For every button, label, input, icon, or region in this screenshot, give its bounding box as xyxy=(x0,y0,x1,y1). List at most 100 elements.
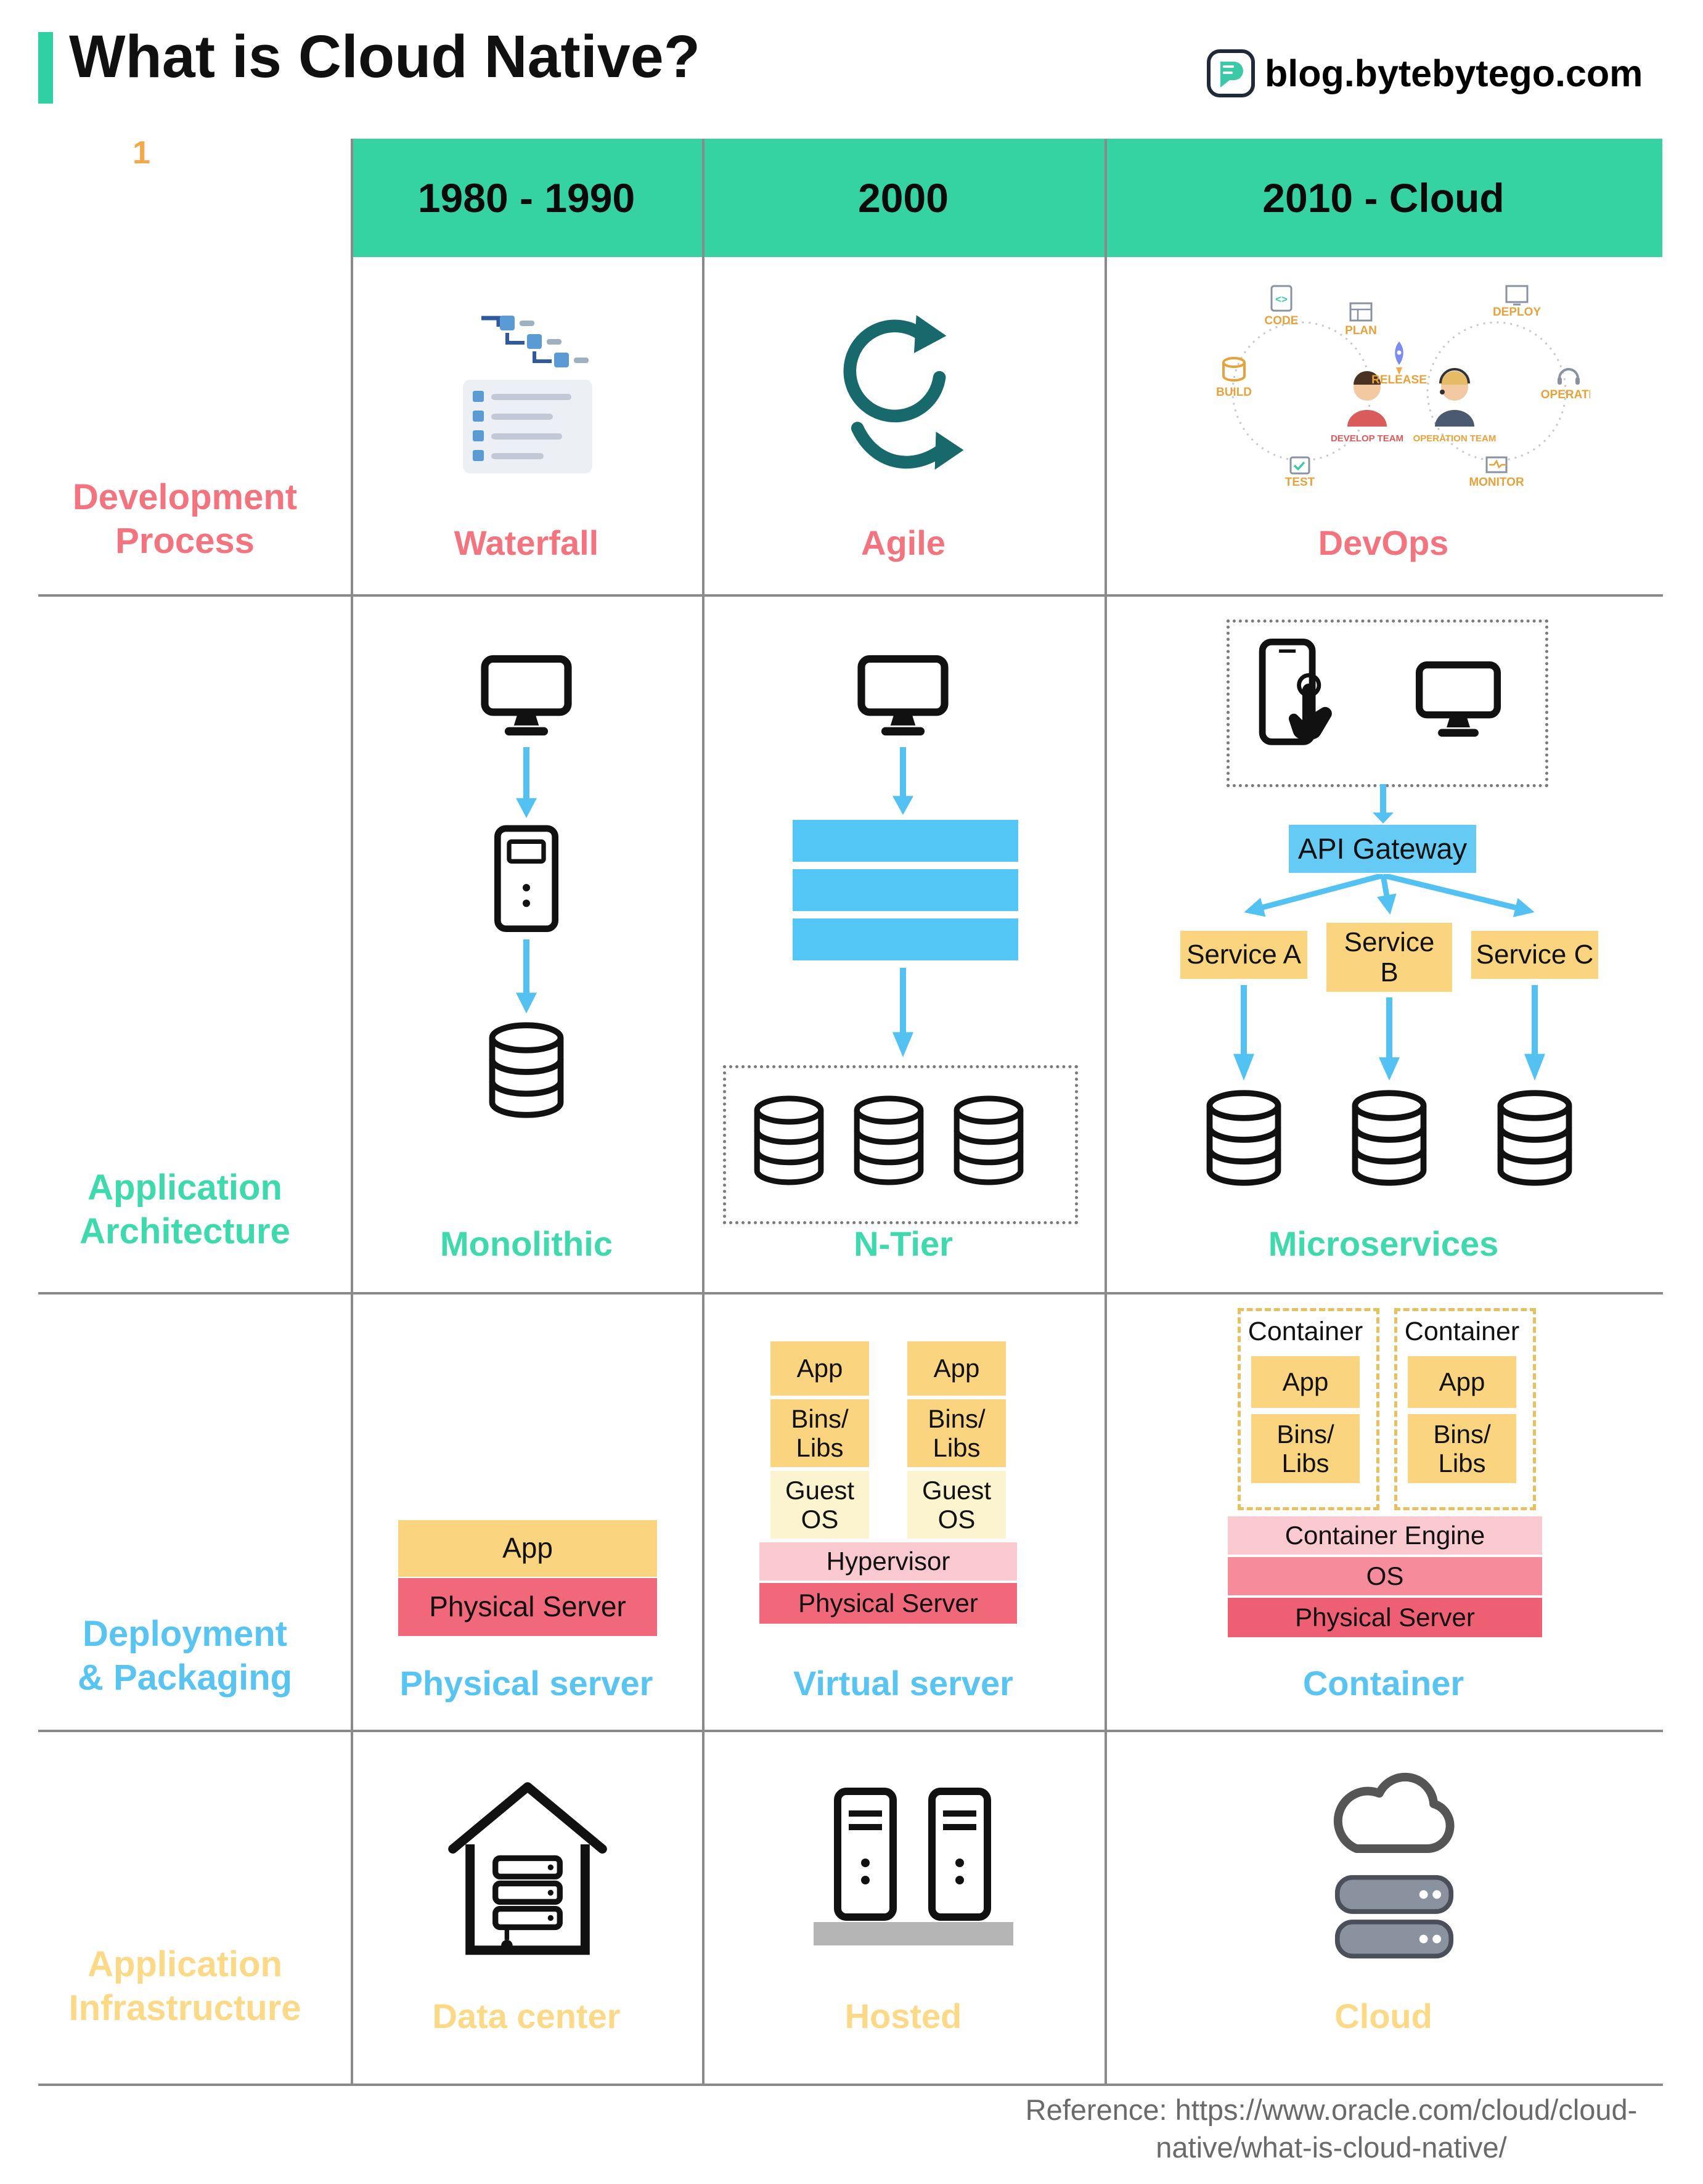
down-arrow-icon xyxy=(1379,997,1400,1081)
devops-plan-icon xyxy=(1349,302,1373,322)
title-accent-bar xyxy=(38,32,53,104)
grid-hline-4 xyxy=(38,2084,1663,2086)
grid-vline-1 xyxy=(351,139,353,2085)
devops-label-plan: PLAN xyxy=(1345,324,1377,337)
devops-label-develop-team: DEVELOP TEAM xyxy=(1331,433,1403,444)
monitor-icon xyxy=(857,655,949,736)
devops-code-icon xyxy=(1270,285,1293,312)
service-c-box: Service C xyxy=(1471,931,1598,979)
devops-label-test: TEST xyxy=(1285,476,1315,489)
devops-deploy-icon xyxy=(1505,285,1529,306)
app-box: App xyxy=(1408,1356,1516,1408)
hosted-tower-icon xyxy=(928,1788,991,1921)
devops-label-operate: OPERATE xyxy=(1541,388,1590,401)
devops-label-operation-team: OPERATION TEAM xyxy=(1413,433,1497,444)
column-header-2010-cloud: 2010 - Cloud xyxy=(1262,175,1505,221)
database-icon xyxy=(489,1022,564,1118)
bytebytego-logo-icon xyxy=(1207,49,1255,97)
datacenter-icon xyxy=(448,1782,607,1955)
down-arrow-icon xyxy=(516,747,537,818)
row-label-application-infrastructure: Application Infrastructure xyxy=(68,1944,301,2028)
grid-hline-2 xyxy=(38,1292,1663,1294)
service-b-box: Service B xyxy=(1326,923,1452,992)
client-devices-box xyxy=(1227,620,1548,787)
caption-microservices: Microservices xyxy=(1268,1224,1499,1263)
reference-line-1: Reference: https://www.oracle.com/cloud/… xyxy=(1025,2093,1638,2126)
reference-text: Reference: https://www.oracle.com/cloud/… xyxy=(974,2091,1689,2166)
devops-monitor-icon xyxy=(1485,456,1508,473)
app-box: App xyxy=(907,1341,1006,1396)
caption-monolithic: Monolithic xyxy=(440,1224,613,1263)
container-engine-bar: Container Engine xyxy=(1228,1516,1542,1555)
caption-waterfall: Waterfall xyxy=(454,523,599,562)
down-arrow-icon xyxy=(1373,784,1394,824)
column-header-band xyxy=(351,139,1662,257)
cloud-icon xyxy=(1333,1773,1455,1853)
down-arrow-icon xyxy=(516,939,537,1013)
devops-rocket-icon xyxy=(1395,342,1403,375)
bins-libs-box: Bins/ Libs xyxy=(1251,1414,1360,1483)
page-title: What is Cloud Native? xyxy=(69,23,700,90)
container-label: Container xyxy=(1248,1317,1363,1346)
grid-hline-3 xyxy=(38,1730,1663,1732)
grid-vline-2 xyxy=(702,139,704,2085)
database-icon xyxy=(1497,1090,1572,1186)
caption-data-center: Data center xyxy=(432,1997,621,2035)
caption-cloud: Cloud xyxy=(1334,1997,1432,2035)
smartphone-touch-icon xyxy=(1259,638,1332,745)
database-icon xyxy=(1206,1090,1281,1186)
bytebytego-logo-text: blog.bytebytego.com xyxy=(1265,52,1643,94)
database-icon xyxy=(1352,1090,1427,1186)
physical-server-bar: Physical Server xyxy=(1228,1598,1542,1637)
database-icon xyxy=(854,1095,924,1185)
hosted-base-platform xyxy=(814,1922,1013,1945)
caption-hosted: Hosted xyxy=(844,1997,962,2035)
api-gateway-box: API Gateway xyxy=(1289,825,1476,873)
bins-libs-box: Bins/ Libs xyxy=(770,1399,869,1467)
devops-label-build: BUILD xyxy=(1216,386,1252,399)
monitor-icon xyxy=(481,655,572,736)
caption-devops: DevOps xyxy=(1318,523,1449,562)
database-icon xyxy=(754,1095,824,1185)
database-icon xyxy=(954,1095,1024,1185)
devops-label-deploy: DEPLOY xyxy=(1493,306,1541,319)
devops-label-release: RELEASE xyxy=(1371,374,1427,386)
row-label-deployment-packaging: Deployment & Packaging xyxy=(77,1614,293,1698)
app-box: App xyxy=(398,1520,657,1577)
fan-arrows-icon xyxy=(1244,874,1535,917)
devops-test-icon xyxy=(1289,456,1310,475)
caption-physical-server: Physical server xyxy=(399,1664,653,1703)
grid-vline-3 xyxy=(1105,139,1107,2085)
devops-developer-avatar xyxy=(1347,371,1387,427)
reference-line-2: native/what-is-cloud-native/ xyxy=(1156,2131,1507,2164)
svg-text:<>: <> xyxy=(1275,293,1288,305)
server-icon xyxy=(494,825,558,932)
down-arrow-icon xyxy=(1233,985,1254,1081)
physical-server-box: Physical Server xyxy=(398,1578,657,1636)
caption-container: Container xyxy=(1302,1664,1464,1703)
caption-ntier: N-Tier xyxy=(854,1224,953,1263)
down-arrow-icon xyxy=(1524,985,1545,1081)
row-label-application-architecture: Application Architecture xyxy=(80,1168,290,1251)
down-arrow-icon xyxy=(892,747,913,815)
server-stack-icon xyxy=(1334,1875,1454,1959)
hosted-tower-icon xyxy=(834,1788,897,1921)
tier-bar xyxy=(793,820,1018,862)
container-label: Container xyxy=(1404,1317,1520,1346)
column-header-2000: 2000 xyxy=(858,175,949,221)
bins-libs-box: Bins/ Libs xyxy=(1408,1414,1516,1483)
ntier-db-group-box xyxy=(723,1065,1078,1224)
waterfall-icon xyxy=(463,316,592,473)
devops-label-monitor: MONITOR xyxy=(1469,476,1524,489)
caption-agile: Agile xyxy=(861,523,945,562)
physical-server-bar: Physical Server xyxy=(759,1583,1017,1624)
agile-icon xyxy=(843,315,964,470)
caption-virtual-server: Virtual server xyxy=(793,1664,1013,1703)
column-header-1980-1990: 1980 - 1990 xyxy=(417,175,635,221)
guest-os-box: Guest OS xyxy=(907,1471,1006,1539)
grid-hline-1 xyxy=(38,594,1663,597)
devops-operations-avatar xyxy=(1435,368,1474,427)
guest-os-box: Guest OS xyxy=(770,1471,869,1539)
row-label-development-process: Development Process xyxy=(72,477,298,561)
